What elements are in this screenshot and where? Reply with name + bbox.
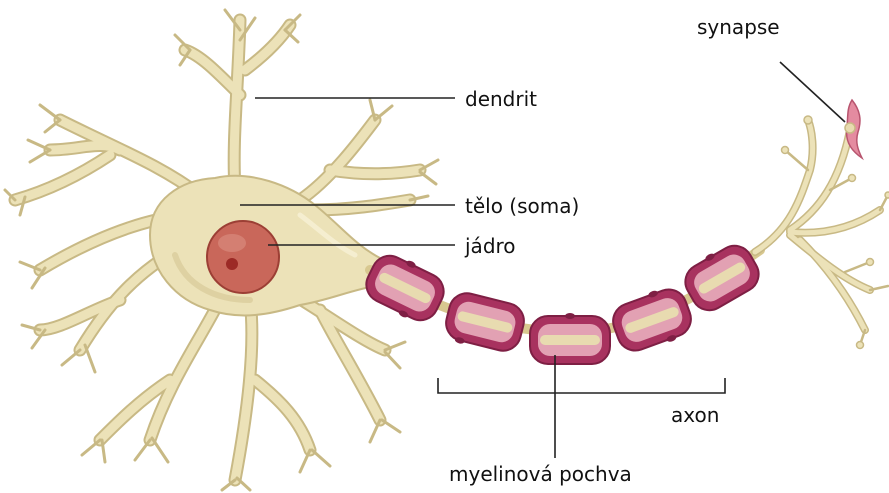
nucleus-label: jádro bbox=[464, 234, 516, 258]
myelin-label: myelinová pochva bbox=[449, 462, 632, 486]
axon-label: axon bbox=[671, 403, 719, 427]
nucleus bbox=[207, 221, 279, 293]
dendrit-label: dendrit bbox=[465, 87, 537, 111]
synapse-leader-line bbox=[780, 62, 845, 122]
synapse-label: synapse bbox=[697, 15, 780, 39]
myelin-sheath bbox=[359, 237, 765, 364]
axon-bracket bbox=[438, 378, 725, 393]
axon-terminals bbox=[755, 116, 889, 349]
nucleolus bbox=[226, 258, 238, 270]
soma-label: tělo (soma) bbox=[465, 194, 579, 218]
